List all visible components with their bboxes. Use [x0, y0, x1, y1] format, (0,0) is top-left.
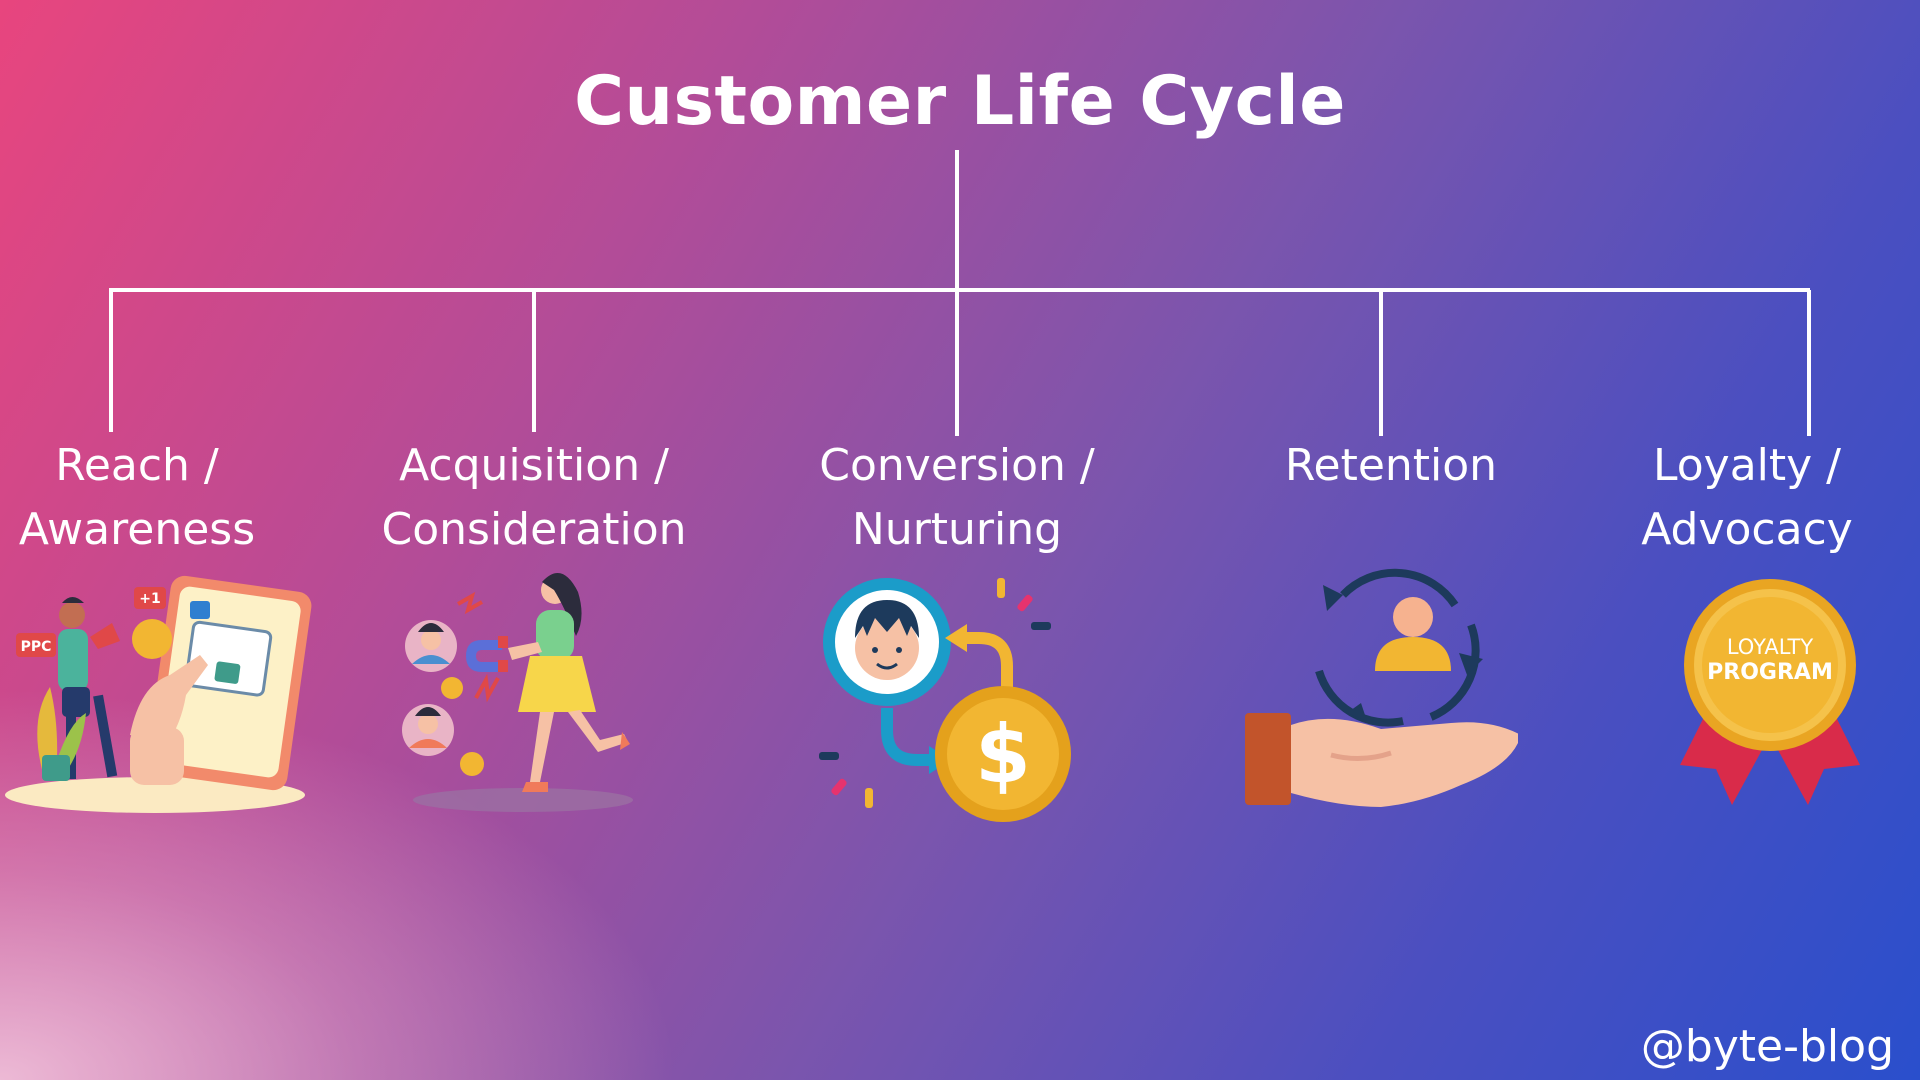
loyalty-medal-icon: LOYALTY PROGRAM: [1680, 579, 1860, 805]
plus-one-tag: +1: [139, 591, 160, 607]
ad-campaign-icon: PPC +1: [5, 575, 312, 813]
stage-label-acquisition: Acquisition / Consideration: [381, 440, 687, 555]
dollar-sign: $: [975, 708, 1031, 801]
diagram-title: Customer Life Cycle: [574, 62, 1346, 141]
stage-label-conversion: Conversion / Nurturing: [819, 440, 1095, 555]
stage-label-retention: Retention: [1284, 440, 1498, 491]
hand-cycle-customer-icon: [1245, 568, 1518, 807]
stage-label-reach: Reach / Awareness: [18, 440, 256, 555]
customer-to-dollar-icon: $: [819, 578, 1071, 822]
magnet-customer-icon: [402, 573, 633, 812]
badge-line-loyalty: LOYALTY: [1727, 635, 1814, 659]
badge-line-program: PROGRAM: [1707, 660, 1833, 685]
watermark-handle: @byte-blog: [1640, 1021, 1894, 1072]
stage-label-loyalty: Loyalty / Advocacy: [1641, 440, 1853, 555]
ppc-tag: PPC: [21, 639, 52, 655]
